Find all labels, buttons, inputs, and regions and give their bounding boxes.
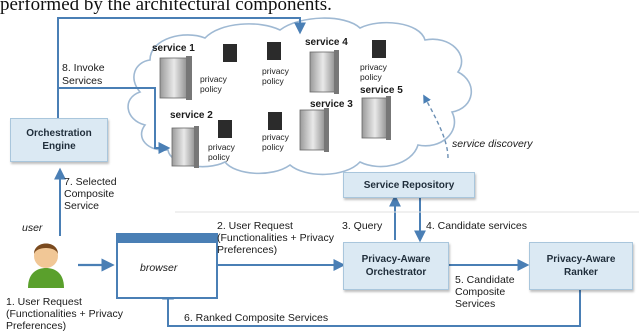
browser-label: browser <box>140 262 178 274</box>
user-request-1-label: 1. User Request (Functionalities + Priva… <box>6 296 124 332</box>
user-label: user <box>22 222 43 234</box>
figure-caption: performed by the architectural component… <box>0 0 332 15</box>
privacy-policy-label: privacy policy <box>262 132 289 152</box>
server-icon-2 <box>171 126 199 168</box>
privacy-policy-label: privacy policy <box>360 62 387 82</box>
service-4-label: service 4 <box>305 37 348 48</box>
ranked-composite-label: 6. Ranked Composite Services <box>184 312 329 324</box>
service-discovery-label: service discovery <box>452 138 533 150</box>
server-icon-5 <box>361 96 391 140</box>
orchestrator-label: Privacy-Aware Orchestrator <box>361 254 431 278</box>
selected-composite-label: 7. Selected Composite Service <box>64 176 117 212</box>
service-repository-box: Service Repository <box>343 172 475 198</box>
document-icon <box>218 40 386 138</box>
candidate-composite-label: 5. Candidate Composite Services <box>455 274 515 310</box>
user-request-2-label: 2. User Request (Functionalities + Priva… <box>217 220 335 256</box>
privacy-policy-label: privacy policy <box>200 74 227 94</box>
service-2-label: service 2 <box>170 110 213 121</box>
candidate-services-label: 4. Candidate services <box>426 220 527 232</box>
orchestration-engine-box: Orchestration Engine <box>10 118 108 162</box>
service-1-label: service 1 <box>152 43 195 54</box>
privacy-aware-ranker-box: Privacy-Aware Ranker <box>529 242 633 290</box>
server-icon-3 <box>299 108 329 152</box>
service-3-label: service 3 <box>310 99 353 110</box>
user-avatar-icon <box>28 243 64 288</box>
ranker-label: Privacy-Aware Ranker <box>546 254 616 278</box>
server-icon-4 <box>309 50 339 94</box>
privacy-aware-orchestrator-box: Privacy-Aware Orchestrator <box>343 242 449 290</box>
orchestration-engine-label: Orchestration Engine <box>26 128 92 152</box>
server-icon-1 <box>159 56 192 100</box>
service-repository-label: Service Repository <box>363 179 455 191</box>
privacy-policy-label: privacy policy <box>262 66 289 86</box>
service-5-label: service 5 <box>360 85 403 96</box>
query-label: 3. Query <box>342 220 383 232</box>
privacy-policy-label: privacy policy <box>208 142 235 162</box>
invoke-services-label: 8. Invoke Services <box>62 62 105 87</box>
browser-window-icon <box>116 233 218 299</box>
